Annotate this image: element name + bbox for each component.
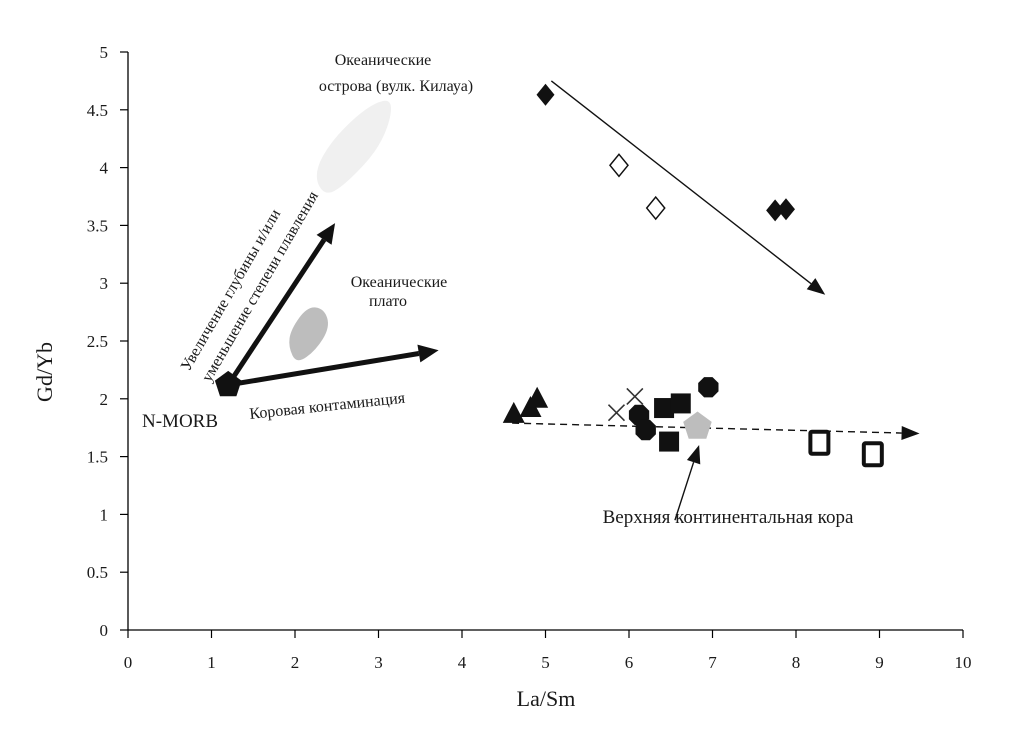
y-tick-label: 3.5 (87, 216, 108, 235)
annotation-oceanic-islands-line2: острова (вулк. Килауа) (319, 78, 473, 95)
annotation-oceanic-plateau-line1: Океанические (351, 274, 448, 291)
point-square-open (808, 429, 831, 456)
point-diamond-filled (766, 199, 785, 222)
y-tick-label: 3 (100, 274, 109, 293)
arrow-head (901, 426, 920, 441)
field-oceanic-plateau (289, 307, 328, 361)
y-tick-label: 2.5 (87, 332, 108, 351)
y-tick-label: 4 (100, 159, 109, 178)
point-diamond-filled (776, 198, 795, 221)
x-tick-label: 2 (291, 653, 300, 672)
field-oceanic-islands (316, 100, 392, 193)
point-square-filled (659, 431, 680, 452)
x-tick-label: 0 (124, 653, 133, 672)
point-diamond-open (609, 153, 629, 178)
axes: 0 1 2 3 4 5 6 7 8 9 10 0 0.5 1 1.5 2 2.5 3 3.5 4 4.5 5 (87, 43, 972, 672)
arrow-shaft (550, 80, 812, 285)
x-tick-label: 5 (541, 653, 550, 672)
fields-layer (289, 100, 392, 361)
annotation-nmorb: N-MORB (142, 411, 218, 432)
y-axis-title: Gd/Yb (32, 342, 57, 402)
y-tick-label: 4.5 (87, 101, 108, 120)
point-cross (607, 404, 626, 422)
point-square-open (861, 441, 884, 468)
point-square-filled (670, 393, 691, 414)
y-tick-label: 1 (100, 505, 109, 524)
annotation-oceanic-plateau-line2: плато (369, 293, 407, 310)
arrow-head (806, 278, 826, 295)
annotation-crustal-contamination: Коровая контаминация (249, 390, 407, 423)
y-ticks: 0 0.5 1 1.5 2 2.5 3 3.5 4 4.5 5 (87, 43, 128, 640)
x-tick-label: 8 (792, 653, 801, 672)
point-octagon-filled (635, 419, 656, 441)
point-triangle-filled (502, 401, 525, 423)
x-tick-label: 7 (708, 653, 717, 672)
point-cross (626, 387, 644, 406)
annotation-oceanic-islands-line1: Океанические (335, 52, 432, 69)
point-pentagon-grey (683, 411, 712, 439)
point-triangle-filled (526, 386, 549, 408)
arrow-head (417, 344, 439, 363)
x-tick-label: 1 (207, 653, 216, 672)
x-tick-label: 3 (374, 653, 383, 672)
arrow-shaft (226, 238, 327, 387)
x-tick-label: 10 (955, 653, 972, 672)
arrow-head (686, 445, 701, 465)
y-tick-label: 2 (100, 390, 109, 409)
x-tick-label: 4 (458, 653, 467, 672)
x-axis-title: La/Sm (517, 686, 576, 711)
x-tick-label: 9 (875, 653, 884, 672)
y-tick-label: 0 (100, 621, 109, 640)
y-tick-label: 0.5 (87, 563, 108, 582)
y-tick-label: 1.5 (87, 448, 108, 467)
point-diamond-filled (536, 83, 555, 106)
arrow-shaft (674, 461, 695, 521)
point-square-filled (654, 398, 675, 419)
point-diamond-open (645, 195, 666, 221)
x-tick-label: 6 (625, 653, 634, 672)
point-pentagon-black (214, 370, 242, 397)
x-ticks: 0 1 2 3 4 5 6 7 8 9 10 (124, 630, 972, 672)
annotation-upper-crust: Верхняя континентальная кора (603, 507, 854, 528)
arrow-shaft (227, 351, 420, 388)
points-layer (214, 83, 884, 468)
y-tick-label: 5 (100, 43, 109, 62)
arrow-head (316, 223, 336, 245)
point-octagon-filled (698, 377, 719, 398)
